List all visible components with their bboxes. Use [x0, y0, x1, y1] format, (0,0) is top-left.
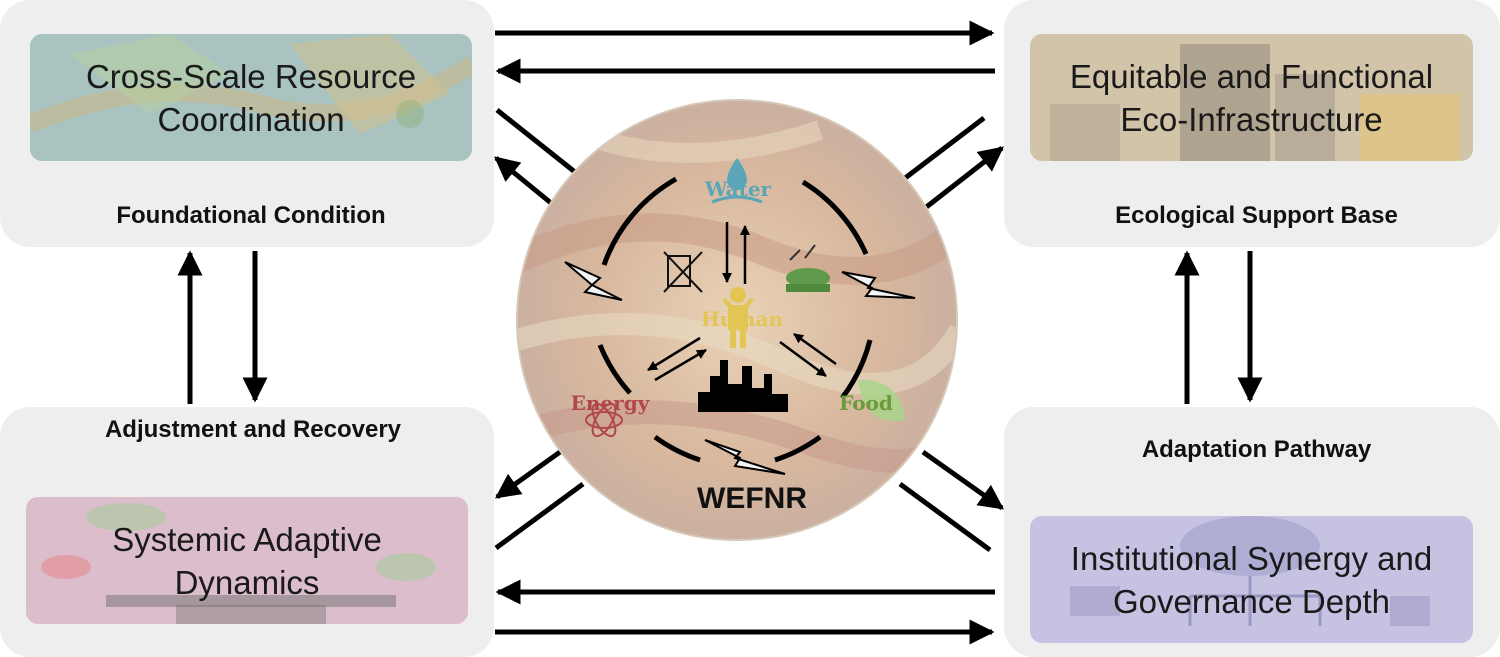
banner-institutional-synergy: Institutional Synergy and Governance Dep…	[1030, 516, 1473, 643]
arrow-energy-to-human	[654, 348, 707, 382]
caption-adaptation-pathway: Adaptation Pathway	[1141, 436, 1372, 463]
caption-foundational-condition: Foundational Condition	[116, 202, 386, 229]
node-water: Water	[704, 177, 772, 201]
city-skyline-icon	[698, 360, 788, 412]
lightning-bolt-icon	[841, 271, 916, 299]
node-human: Human	[701, 307, 784, 331]
arrow-diag-tr-out	[894, 116, 986, 187]
node-energy: Energy	[571, 391, 651, 415]
farming-icon	[786, 244, 830, 292]
caption-ecological-support-base: Ecological Support Base	[1115, 202, 1398, 229]
leaf-icon	[858, 379, 905, 422]
arrow-food-to-human	[793, 332, 837, 366]
arrow-diag-tl-out	[495, 108, 587, 182]
inner-cycle	[597, 176, 873, 463]
tools-icon	[663, 251, 703, 293]
arrow-diag-bl-out	[494, 449, 562, 500]
arrow-diag-br-in	[898, 481, 992, 553]
arrow-diag-bl-in	[494, 481, 585, 551]
banner-title: Cross-Scale Resource Coordination	[85, 57, 417, 138]
banner-cross-scale-resource: Cross-Scale Resource Coordination	[30, 34, 472, 161]
arrow-diag-tr-in	[918, 146, 1004, 214]
banner-title: Systemic Adaptive Dynamics	[112, 520, 382, 601]
caption-adjustment-and-recovery: Adjustment and Recovery	[104, 416, 402, 443]
banner-title: Institutional Synergy and Governance Dep…	[1070, 539, 1433, 620]
arrow-diag-br-out	[921, 449, 1005, 511]
banner-systemic-adaptive: Systemic Adaptive Dynamics	[26, 497, 468, 624]
banner-title: Equitable and Functional Eco-Infrastruct…	[1069, 57, 1434, 138]
arrow-human-to-food	[779, 340, 827, 378]
center-title: WEFNR	[697, 482, 807, 515]
cloud-network-illustration	[1070, 516, 1430, 626]
office-illustration	[41, 503, 436, 624]
node-food: Food	[839, 391, 893, 415]
lightning-bolt-icon	[564, 261, 623, 301]
water-drop-icon	[711, 158, 763, 204]
atom-icon	[585, 402, 623, 438]
person-icon	[722, 287, 754, 348]
arrow-human-to-energy	[647, 336, 701, 372]
lightning-bolt-icon	[704, 439, 786, 475]
buildings-illustration	[1050, 44, 1460, 161]
banner-eco-infrastructure: Equitable and Functional Eco-Infrastruct…	[1030, 34, 1473, 161]
map-illustration	[30, 34, 472, 134]
